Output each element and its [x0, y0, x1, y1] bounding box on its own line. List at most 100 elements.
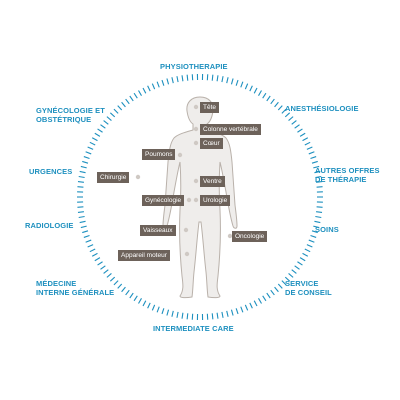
- ring-tick: [117, 283, 123, 289]
- ring-tick: [294, 124, 300, 129]
- tag-oncologie[interactable]: Oncologie: [232, 231, 268, 242]
- tag-vaisseaux[interactable]: Vaisseaux: [140, 225, 176, 236]
- ring-tick: [176, 311, 179, 318]
- ring-tick: [277, 105, 283, 111]
- ring-tick: [316, 206, 323, 208]
- ring-tick: [304, 248, 311, 253]
- ring-tick: [266, 292, 271, 299]
- ring-tick: [142, 300, 147, 307]
- ring-tick: [138, 298, 142, 304]
- ring-tick: [142, 87, 147, 94]
- ring-tick: [156, 81, 160, 88]
- tag-urologie[interactable]: Urologie: [200, 195, 231, 206]
- ring-tick: [235, 308, 239, 315]
- specialty-soins[interactable]: SOINS: [315, 225, 339, 234]
- ring-tick: [85, 151, 92, 155]
- specialty-urgences[interactable]: URGENCES: [29, 167, 72, 176]
- ring-tick: [274, 286, 279, 293]
- ring-tick: [253, 300, 258, 307]
- ring-tick: [308, 151, 315, 155]
- specialty-line: DE THÉRAPIE: [315, 175, 367, 184]
- ring-tick: [262, 92, 267, 99]
- ring-tick: [97, 128, 103, 133]
- ring-tick: [166, 309, 170, 316]
- tag-tete[interactable]: Tête: [200, 102, 220, 113]
- ring-tick: [281, 280, 287, 286]
- ring-tick: [306, 244, 313, 248]
- ring-tick: [186, 313, 189, 320]
- ring-tick: [311, 160, 318, 164]
- specialty-medecine-interne-generale[interactable]: MÉDECINE INTERNE GÉNÉRALE: [36, 279, 114, 297]
- specialty-line: SOINS: [315, 225, 339, 234]
- connector-dot: [193, 197, 199, 203]
- ring-tick: [161, 308, 165, 315]
- ring-tick: [315, 215, 322, 219]
- ring-tick: [316, 186, 323, 188]
- ring-tick: [79, 220, 86, 224]
- ring-tick: [83, 156, 90, 160]
- specialty-radiologie[interactable]: RADIOLOGIE: [25, 221, 74, 230]
- ring-tick: [83, 234, 90, 238]
- tag-gynecologie[interactable]: Gynécologie: [142, 195, 185, 206]
- ring-tick: [109, 276, 116, 282]
- tag-colonne-vertebrale[interactable]: Colonne vertébrale: [200, 124, 261, 135]
- ring-tick: [308, 239, 315, 243]
- ring-tick: [121, 101, 126, 108]
- tag-ventre[interactable]: Ventre: [200, 176, 225, 187]
- specialty-service-de-conseil[interactable]: SERVICE DE CONSEIL: [285, 279, 332, 297]
- ring-tick: [297, 261, 303, 266]
- connector-dot: [186, 197, 192, 203]
- ring-tick: [77, 181, 84, 183]
- ring-tick: [277, 283, 283, 289]
- ring-tick: [288, 116, 294, 121]
- specialty-line: INTERMEDIATE CARE: [153, 324, 234, 333]
- ring-tick: [226, 77, 229, 84]
- ring-tick: [270, 98, 275, 105]
- ring-tick: [77, 206, 84, 208]
- ring-tick: [270, 289, 275, 296]
- ring-tick: [171, 77, 174, 84]
- connector-dot: [193, 140, 199, 146]
- ring-tick: [244, 83, 249, 90]
- tag-chirurgie[interactable]: Chirurgie: [97, 172, 130, 183]
- specialty-autres-offres-de-therapie[interactable]: AUTRES OFFRES DE THÉRAPIE: [315, 166, 380, 184]
- ring-tick: [262, 295, 267, 302]
- ring-tick: [78, 175, 85, 179]
- ring-tick: [230, 309, 234, 316]
- ring-tick: [129, 292, 134, 299]
- ring-tick: [117, 105, 123, 111]
- specialty-anesthesiologie[interactable]: ANESTHÉSIOLOGIE: [285, 104, 359, 113]
- specialty-line: URGENCES: [29, 167, 73, 176]
- ring-tick: [79, 170, 86, 174]
- ring-tick: [151, 304, 156, 311]
- ring-tick: [313, 225, 320, 229]
- tag-coeur[interactable]: Cœur: [200, 138, 223, 149]
- ring-tick: [310, 156, 317, 160]
- tag-poumons[interactable]: Poumons: [142, 149, 176, 160]
- ring-tick: [291, 120, 297, 125]
- ring-tick: [80, 165, 87, 169]
- ring-tick: [89, 141, 96, 146]
- ring-tick: [314, 220, 321, 224]
- tag-appareil-moteur[interactable]: Appareil moteur: [118, 250, 170, 261]
- specialty-line: SERVICE: [285, 279, 319, 288]
- ring-tick: [244, 304, 249, 311]
- ring-tick: [314, 170, 321, 174]
- ring-tick: [147, 85, 151, 92]
- specialty-gynecologie-et-obstetrique[interactable]: GYNÉCOLOGIE ET OBSTÉTRIQUE: [36, 106, 105, 124]
- ring-tick: [181, 75, 184, 82]
- ring-tick: [211, 313, 214, 320]
- ring-tick: [266, 95, 271, 102]
- ring-tick: [284, 112, 291, 118]
- ring-tick: [77, 186, 84, 188]
- ring-tick: [297, 128, 303, 133]
- ring-tick: [221, 76, 224, 83]
- ring-tick: [235, 79, 239, 86]
- ring-tick: [103, 120, 109, 125]
- specialty-intermediate-care[interactable]: INTERMEDIATE CARE: [153, 324, 234, 333]
- specialty-line: MÉDECINE: [36, 279, 77, 288]
- specialty-physiotherapie[interactable]: PHYSIOTHERAPIE: [160, 62, 228, 71]
- ring-tick: [91, 252, 98, 257]
- ring-tick: [125, 98, 130, 105]
- ring-tick: [249, 302, 253, 309]
